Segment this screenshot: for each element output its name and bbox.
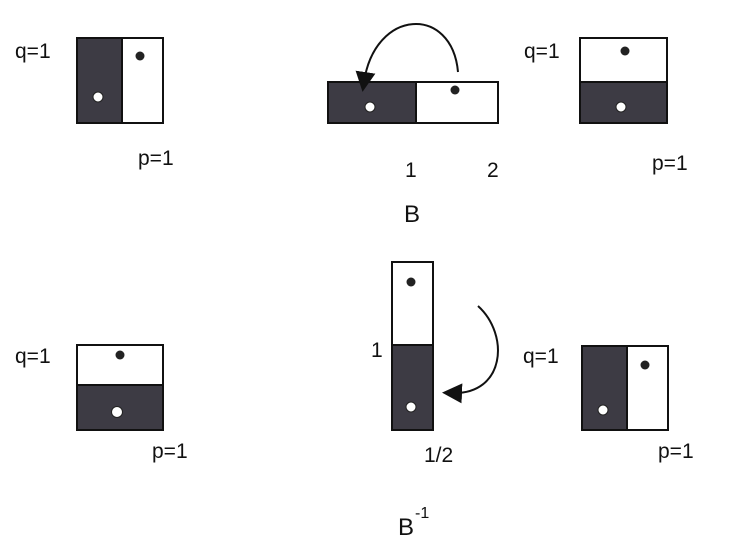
black-dot xyxy=(406,277,416,287)
q-label: q=1 xyxy=(524,40,560,63)
tick-half: 1/2 xyxy=(424,444,453,467)
forward-result-square: q=1 p=1 xyxy=(524,37,688,175)
tick-1: 1 xyxy=(371,339,383,362)
black-dot xyxy=(640,360,650,370)
forward-stretched-rect: 1 2 xyxy=(327,23,499,182)
tick-1: 1 xyxy=(405,159,417,182)
black-dot xyxy=(135,51,145,61)
p-label: p=1 xyxy=(152,440,188,463)
black-dot xyxy=(115,350,125,360)
white-dot xyxy=(111,406,123,418)
fold-arrow-icon xyxy=(355,23,459,92)
caption-exponent: -1 xyxy=(415,505,429,522)
white-dot xyxy=(615,101,627,113)
inverse-result-square: q=1 p=1 xyxy=(523,345,694,463)
p-label: p=1 xyxy=(138,147,174,170)
inverse-initial-square: q=1 p=1 xyxy=(15,344,188,463)
p-label: p=1 xyxy=(658,440,694,463)
white-dot xyxy=(405,401,417,413)
black-dot xyxy=(450,85,460,95)
q-label: q=1 xyxy=(523,345,559,368)
forward-initial-square: q=1 p=1 xyxy=(15,37,174,170)
fold-arrow-icon xyxy=(442,305,499,404)
tick-2: 2 xyxy=(487,159,499,182)
caption-base: B xyxy=(398,514,414,541)
q-label: q=1 xyxy=(15,40,51,63)
caption-b-inverse: B -1 xyxy=(398,505,429,541)
inverse-stretched-rect: 1 1/2 xyxy=(371,261,499,467)
q-label: q=1 xyxy=(15,345,51,368)
white-dot xyxy=(364,101,376,113)
white-dot xyxy=(92,91,104,103)
p-label: p=1 xyxy=(652,152,688,175)
caption-b: B xyxy=(404,201,420,228)
white-dot xyxy=(597,404,609,416)
black-dot xyxy=(620,46,630,56)
